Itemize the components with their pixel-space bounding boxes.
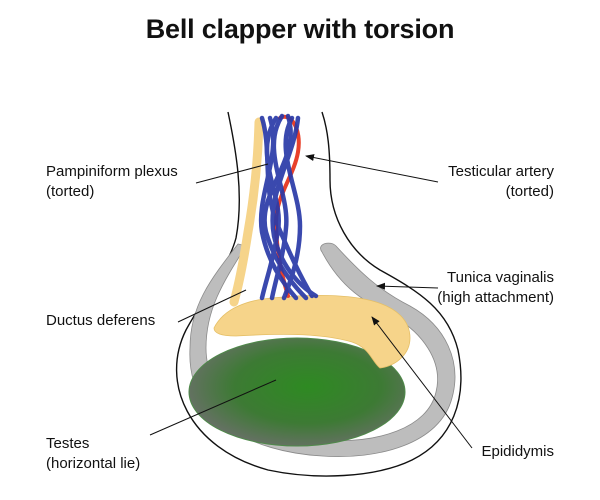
label-testicular-artery: Testicular artery (torted) — [448, 162, 554, 202]
label-testes: Testes (horizontal lie) — [46, 434, 140, 474]
label-pampiniform-plexus: Pampiniform plexus (torted) — [46, 162, 178, 202]
label-tunica-vaginalis: Tunica vaginalis (high attachment) — [437, 268, 554, 308]
epididymis-leader — [371, 316, 473, 449]
label-artery-line1: Testicular artery — [448, 163, 554, 180]
pampiniform-leader — [195, 163, 269, 184]
diagram-title: Bell clapper with torsion — [145, 14, 455, 44]
ductus-leader — [177, 289, 247, 323]
label-ductus-deferens: Ductus deferens — [46, 311, 155, 331]
label-tunica-line1: Tunica vaginalis — [447, 269, 554, 286]
tunica-leader — [376, 282, 439, 290]
label-testes-line1: Testes — [46, 435, 90, 452]
pampiniform-plexus — [258, 113, 319, 301]
testis — [188, 337, 406, 447]
label-pampiniform-line2: (torted) — [46, 183, 95, 200]
label-testes-line2: (horizontal lie) — [46, 455, 141, 472]
epididymis — [213, 295, 411, 369]
label-epididymis-line1: Epididymis — [481, 443, 554, 460]
label-epididymis: Epididymis — [481, 442, 554, 462]
testes-leader — [149, 379, 277, 436]
ductus-deferens — [229, 117, 264, 307]
label-artery-line2: (torted) — [505, 183, 554, 200]
artery-leader — [305, 154, 439, 183]
label-ductus-line1: Ductus deferens — [46, 312, 156, 329]
label-tunica-line2: (high attachment) — [437, 289, 554, 306]
label-pampiniform-line1: Pampiniform plexus — [46, 163, 178, 180]
